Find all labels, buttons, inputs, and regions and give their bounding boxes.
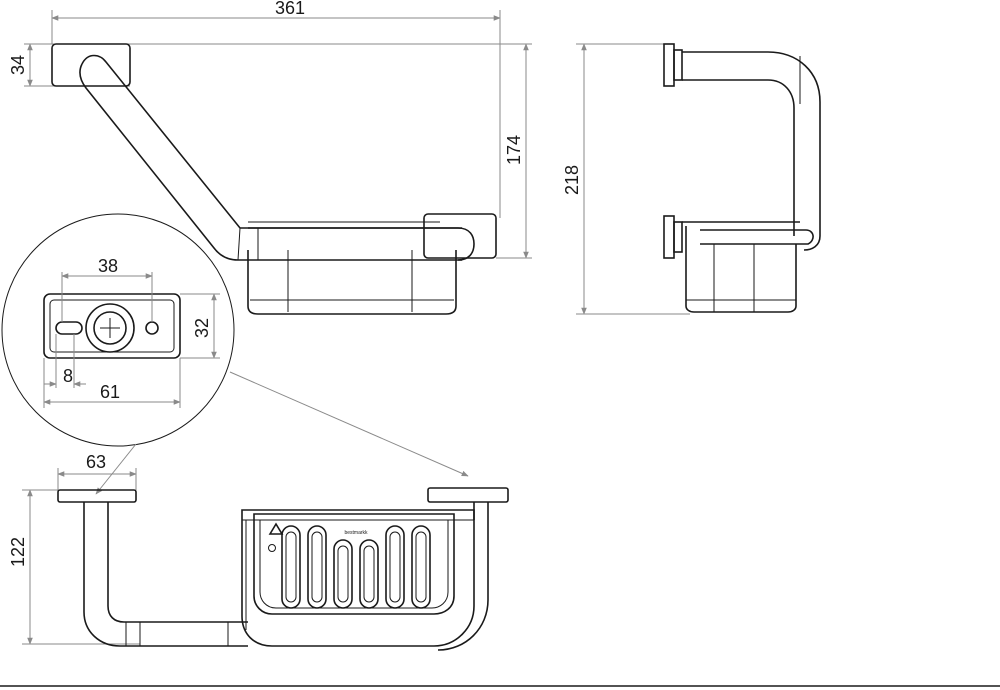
dimension-plate-depth-label: 32 [192,318,212,338]
side-view: 218 [562,43,821,315]
basket-body-front [247,250,457,315]
detail-boss-inner [93,311,127,345]
top-arm-right [437,502,489,651]
detail-plate-outline [43,293,181,359]
drain-slot [411,525,431,609]
dimension-total-width-label: 361 [275,0,305,18]
detail-leader-left [95,443,137,495]
tray-rim [248,227,475,261]
top-arm-inner [107,502,248,623]
side-basket-body [685,226,797,313]
detail-slot [55,321,83,335]
drain-slot [333,539,353,609]
side-arm-inner [682,79,795,236]
dimension-total-width: 361 [51,0,501,218]
drain-slot [281,525,301,609]
drain-slot [359,539,379,609]
dimension-slot-offset-label: 8 [63,366,73,386]
dimension-total-height: 174 [130,43,532,259]
detail-view-plate: 38 32 8 61 [1,213,469,495]
drain-slot [385,525,405,609]
wall-plate-lower [423,213,497,259]
side-arm-outer [682,51,821,251]
detail-hole [145,321,159,335]
top-arm-outer [83,502,248,647]
info-icon [268,544,276,552]
top-basket-inner [253,513,455,615]
dimension-plate-length-label: 61 [100,382,120,402]
side-wall-flange-lower [663,215,675,259]
top-view: 63 122 [8,452,509,651]
dimension-side-height: 218 [562,43,690,315]
top-basket-outer [241,509,475,647]
front-view: 361 34 174 [8,0,532,315]
side-basket-rim [700,229,814,245]
recycle-icon [268,522,284,535]
dimension-top-depth-label: 122 [8,537,28,567]
side-wall-flange-upper [663,43,675,87]
arm-upper-edge [81,54,462,229]
dimension-side-height-label: 218 [562,165,582,195]
dimension-hole-spacing-label: 38 [98,256,118,276]
wall-plate-upper [51,43,131,87]
detail-boss-outer [85,303,135,353]
arm-lower-edge [79,63,462,261]
dimension-top-plate-label: 63 [86,452,106,472]
top-wall-plate-right [427,487,509,503]
detail-circle [1,213,235,447]
drain-slots [281,525,431,609]
top-wall-plate-left [57,489,137,503]
dimension-plate-height-label: 34 [8,55,28,75]
drain-slot [307,525,327,609]
basket-brand-label: bestmarkk [344,530,368,536]
dimension-total-height-label: 174 [504,135,524,165]
dimension-plate-height: 34 [8,43,130,87]
detail-leader-right [229,371,469,477]
